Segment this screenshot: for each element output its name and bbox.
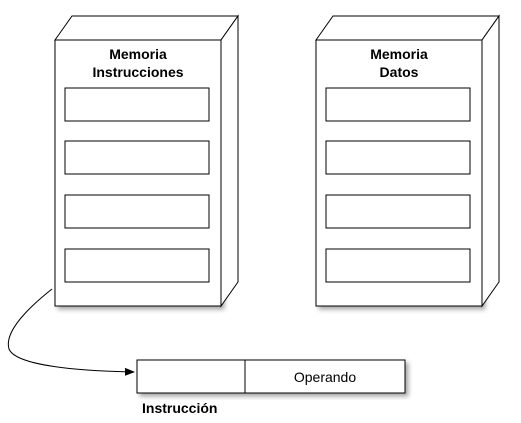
instruction-memory-slot — [64, 194, 210, 229]
fetch-arrow — [7, 288, 135, 376]
instruccion-caption: Instrucción — [142, 400, 217, 416]
instruction-memory-side — [220, 14, 239, 308]
instruction-memory-slot — [64, 248, 210, 283]
instruction-memory-title-line2: Instrucciones — [92, 64, 183, 80]
instruction-memory-title-line1: Memoria — [109, 46, 167, 62]
operando-field-label: Operando — [294, 369, 356, 385]
data-memory-slot — [325, 248, 471, 283]
data-memory-top — [315, 15, 500, 41]
instruction-format-box — [136, 359, 406, 394]
data-memory-slot — [325, 194, 471, 229]
data-memory-title-line2: Datos — [380, 64, 419, 80]
data-memory-title-line1: Memoria — [370, 46, 428, 62]
instruction-format: Operando Instrucción — [136, 359, 406, 416]
instruction-memory-slot — [64, 140, 210, 175]
instruction-memory-slot — [64, 87, 210, 122]
data-memory-slot — [325, 140, 471, 175]
data-memory-box: Memoria Datos — [315, 14, 500, 308]
instruction-memory-box: Memoria Instrucciones — [54, 14, 239, 308]
data-memory-slot — [325, 87, 471, 122]
data-memory-side — [481, 14, 500, 308]
instruction-memory-top — [54, 15, 239, 41]
